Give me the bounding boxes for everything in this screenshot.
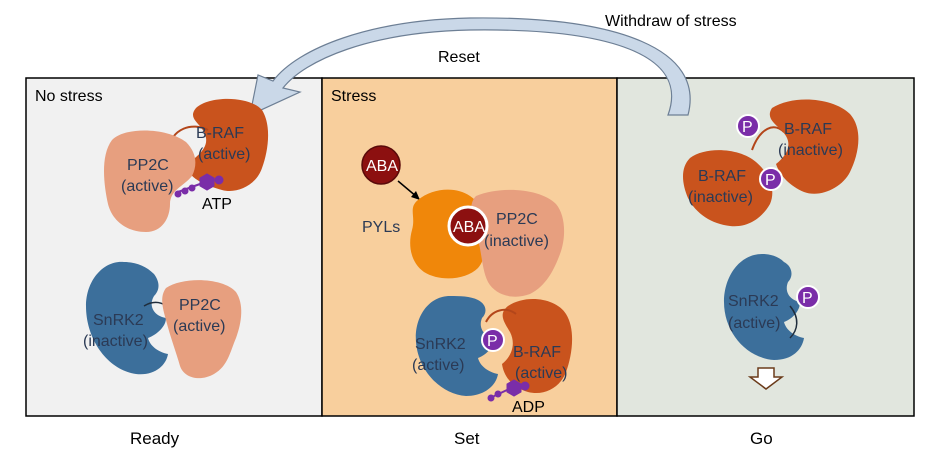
atp-phosphate-1 [188, 184, 196, 192]
atp-phosphate-3 [174, 190, 182, 198]
adp-ring [506, 379, 522, 397]
braf-protein-upper [769, 99, 859, 194]
snrk2-name: SnRK2 [728, 293, 779, 310]
panel1-snrk2-complex: SnRK2 (inactive) PP2C (active) [83, 261, 242, 379]
braf-name-upper: B-RAF [784, 121, 832, 138]
pp2c-state: (active) [121, 178, 173, 195]
reset-label: Reset [438, 49, 480, 66]
panel-no-stress-title: No stress [35, 88, 103, 105]
pp2c-name: PP2C [127, 157, 169, 174]
panel2-snrk2-complex: P SnRK2 (active) B-RAF (active) ADP [412, 296, 573, 416]
linker [789, 305, 798, 339]
atp-ring [199, 173, 215, 191]
aba-free-molecule [361, 145, 401, 185]
adp-molecule [487, 379, 530, 402]
snrk2-name: SnRK2 [93, 312, 144, 329]
braf-state: (active) [198, 146, 250, 163]
panel-stress-title: Stress [331, 88, 376, 105]
snrk2-state: (inactive) [83, 333, 148, 350]
panel-go-background [616, 77, 915, 417]
adp-phosphate-1 [494, 390, 502, 398]
aba-free-label: ABA [366, 158, 398, 175]
down-arrow-icon [747, 367, 785, 390]
adp-ring-dot [520, 381, 530, 391]
withdraw-label: Withdraw of stress [605, 13, 737, 30]
pp2c-state: (active) [173, 318, 225, 335]
caption-set: Set [454, 429, 480, 448]
atp-ring-dot [214, 175, 224, 185]
panel-go [616, 77, 915, 417]
braf-name-lower: B-RAF [698, 168, 746, 185]
phospho-group [759, 167, 783, 191]
phospho-group [796, 285, 820, 309]
reset-arrow-body [249, 17, 691, 117]
pp2c-protein [471, 189, 565, 297]
braf-protein [186, 98, 269, 192]
braf-state-lower: (inactive) [688, 189, 753, 206]
braf-state: (active) [515, 365, 567, 382]
caption-ready: Ready [130, 429, 180, 448]
pp2c-protein [162, 280, 242, 379]
snrk2-state: (active) [728, 315, 780, 332]
phospho-label: P [742, 119, 753, 136]
braf-protein-lower [683, 150, 773, 227]
snrk2-state: (active) [412, 357, 464, 374]
panel3-braf-dimer: P P B-RAF (inactive) B-RAF (inactive) [683, 99, 859, 227]
snrk2-protein [415, 296, 498, 396]
pp2c-protein [104, 130, 196, 232]
pp2c-name: PP2C [496, 211, 538, 228]
snrk2-protein [86, 261, 168, 375]
panel-no-stress-background [25, 77, 323, 417]
pp2c-state: (inactive) [484, 233, 549, 250]
aba-binding-arrowhead [411, 191, 420, 200]
phospho-group [481, 328, 505, 352]
braf-name: B-RAF [196, 125, 244, 142]
pyls-label: PYLs [362, 219, 400, 236]
panel1-braf-complex: B-RAF (active) PP2C (active) ATP [104, 98, 269, 232]
braf-state-upper: (inactive) [778, 142, 843, 159]
phospho-label: P [802, 290, 813, 307]
atp-molecule [174, 173, 224, 198]
panel2-aba-complex: ABA PYLs ABA PP2C (inactive) [361, 145, 565, 297]
phospho-label: P [487, 333, 498, 350]
reset-arrow: Withdraw of stress Reset [249, 13, 737, 117]
aba-bound-label: ABA [453, 219, 485, 236]
aba-bound-molecule [447, 205, 489, 247]
linker [485, 308, 517, 323]
braf-name: B-RAF [513, 344, 561, 361]
phospho-group [736, 114, 760, 138]
pp2c-name: PP2C [179, 297, 221, 314]
panel-no-stress: No stress [25, 77, 323, 417]
adp-label: ADP [512, 399, 545, 416]
caption-go: Go [750, 429, 773, 448]
phospho-label: P [765, 172, 776, 189]
snrk2-protein [724, 254, 804, 360]
atp-phosphate-2 [181, 187, 189, 195]
panel3-snrk2: P SnRK2 (active) [724, 254, 820, 390]
adp-phosphate-2 [487, 394, 495, 402]
snrk2-name: SnRK2 [415, 336, 466, 353]
braf-protein [502, 299, 573, 394]
atp-label: ATP [202, 196, 232, 213]
